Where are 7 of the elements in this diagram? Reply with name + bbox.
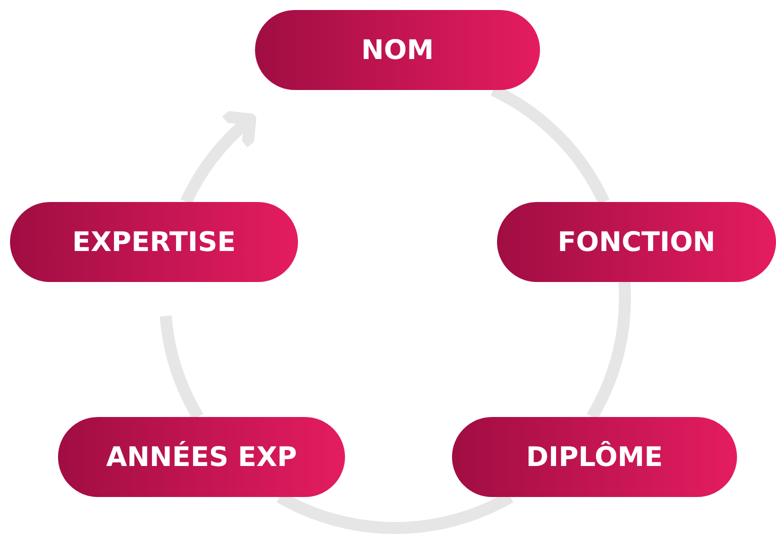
connector-arc xyxy=(160,315,204,420)
pill-box: FONCTION xyxy=(497,202,776,282)
connector-arc xyxy=(586,282,631,420)
pill-box: NOM xyxy=(255,10,540,90)
pill-box: ANNÉES EXP xyxy=(58,417,345,497)
pill-box: DIPLÔME xyxy=(452,417,737,497)
pill-box: EXPERTISE xyxy=(10,202,298,282)
